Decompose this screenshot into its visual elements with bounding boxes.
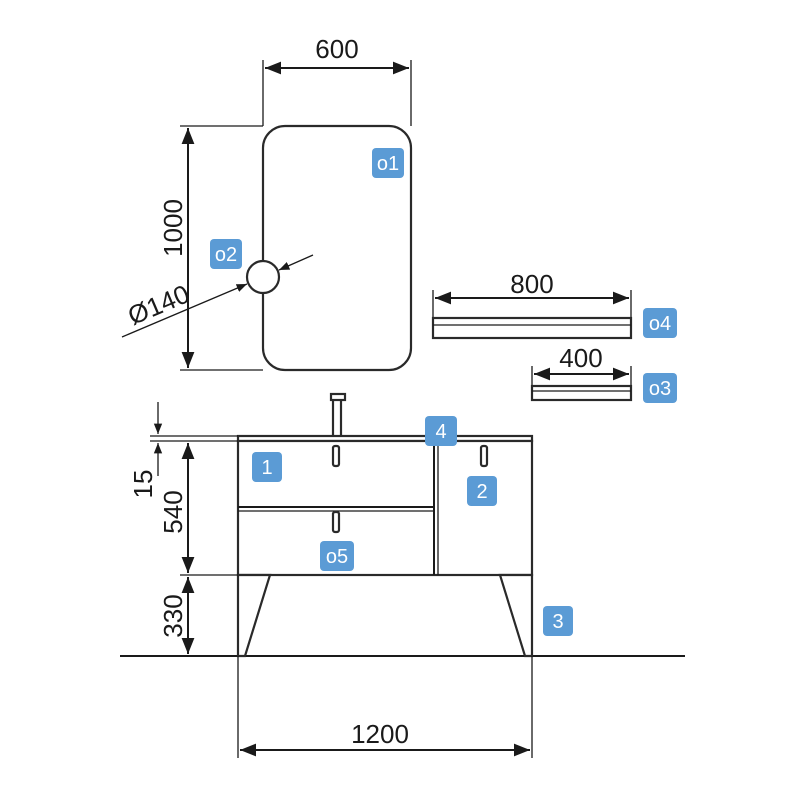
hole-leader-lower	[121, 283, 248, 338]
tag-o5: o5	[320, 541, 354, 571]
shelf-short-view: 400	[530, 343, 633, 402]
leg-right	[498, 573, 534, 658]
tag-o4-bg	[643, 308, 677, 338]
tag-o3: o3	[643, 373, 677, 403]
tag-o5-label: o5	[326, 546, 348, 568]
mirror-hole	[245, 259, 281, 295]
tag-o4: o4	[643, 308, 677, 338]
tag-o3-label: o3	[649, 378, 671, 400]
tag-4-bg	[425, 416, 457, 446]
total-width-label: 1200	[351, 719, 409, 749]
tag-o1-bg	[372, 148, 404, 178]
mirror-width-label: 600	[315, 34, 358, 64]
tag-2: 2	[467, 476, 497, 506]
tag-o2: o2	[210, 239, 242, 269]
mirror-view: 600 1000 Ø140	[121, 34, 413, 372]
tag-4: 4	[425, 416, 457, 446]
tag-o2-label: o2	[215, 244, 237, 266]
tag-o3-bg	[643, 373, 677, 403]
hole-diameter-label: Ø140	[123, 278, 193, 330]
vanity-view: 15 540 330 1200	[120, 392, 685, 758]
shelf-long-label: 800	[510, 269, 553, 299]
shelf-short-label: 400	[559, 343, 602, 373]
part-tags: o1 o2 o4 o3 4 1 2 o5	[210, 148, 677, 636]
shelf-long-view: 800	[431, 269, 633, 340]
tag-3: 3	[543, 606, 573, 636]
faucet	[331, 394, 343, 440]
tag-3-bg	[543, 606, 573, 636]
tag-4-label: 4	[435, 421, 446, 443]
cabinet-height-label: 540	[158, 490, 188, 533]
leg-height-label: 330	[158, 594, 188, 637]
tag-o1-label: o1	[377, 153, 399, 175]
mirror-height-label: 1000	[158, 199, 188, 257]
hole-leader-upper	[278, 254, 314, 271]
top-thickness-label: 15	[128, 470, 158, 499]
shelf-long-body	[431, 316, 633, 340]
tag-o4-label: o4	[649, 313, 671, 335]
tag-1-label: 1	[261, 457, 272, 479]
tag-o2-bg	[210, 239, 242, 269]
mirror-outline	[261, 124, 413, 372]
tag-1-bg	[252, 452, 282, 482]
shelf-short-body	[530, 384, 633, 402]
drawer-top-handle	[331, 444, 341, 468]
tag-3-label: 3	[552, 611, 563, 633]
leg-left	[236, 573, 272, 658]
tag-2-bg	[467, 476, 497, 506]
drawer-bottom-handle	[331, 510, 341, 534]
tag-o5-bg	[320, 541, 354, 571]
tag-1: 1	[252, 452, 282, 482]
tag-o1: o1	[372, 148, 404, 178]
faucet-spout	[329, 392, 347, 402]
tag-2-label: 2	[476, 481, 487, 503]
door-handle	[479, 444, 489, 468]
